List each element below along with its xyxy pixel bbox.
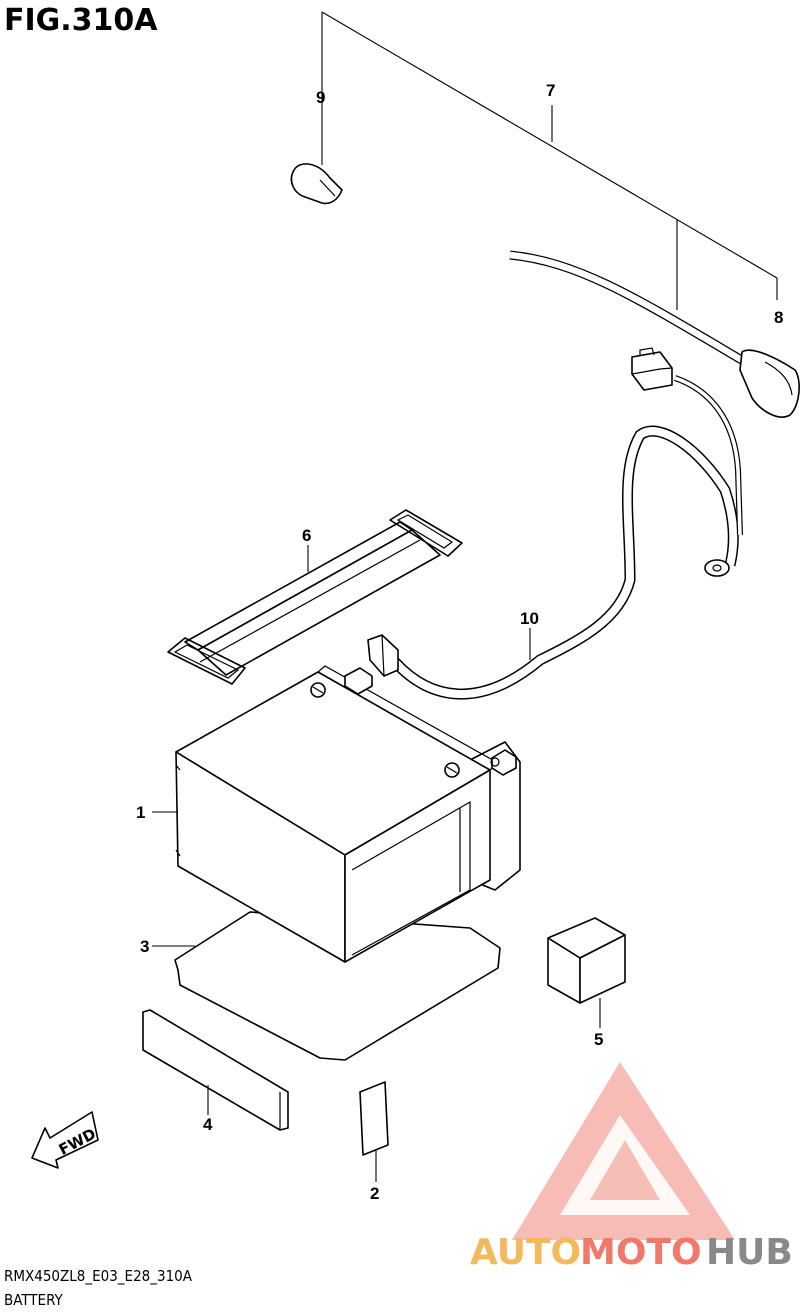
callout-9: 9 [316,88,325,107]
callout-2: 2 [370,1184,379,1203]
callout-1: 1 [136,803,145,822]
callout-10: 10 [520,609,539,628]
watermark-text-hub: HUB [706,1232,793,1273]
spacer-block [547,917,626,1028]
callout-7: 7 [546,81,555,100]
terminal-cover-8 [739,349,800,418]
cable-upper [290,163,800,418]
callout-4: 4 [203,1115,213,1134]
strip-part-4 [142,1009,289,1131]
battery-side [344,769,491,963]
ring-terminal [704,559,730,577]
cable-lower [367,347,743,700]
watermark-text-moto: MOTO [580,1232,702,1273]
fwd-arrow-icon: FWD [31,1111,99,1169]
callout-5: 5 [594,1030,603,1049]
battery-band [167,509,463,685]
callout-6: 6 [302,526,311,545]
plate-part-2 [359,1081,389,1182]
watermark-triangle-core [590,1140,660,1200]
callout-8: 8 [774,308,783,327]
model-code: RMX450ZL8_E03_E28_310A [4,1267,193,1286]
watermark-text-auto: AUTO [470,1232,581,1273]
terminal-cover-9 [290,163,343,205]
watermark-logo: AUTO MOTO HUB [470,1062,793,1273]
callout-3: 3 [140,937,149,956]
leaders-upper [321,11,778,310]
section-name: BATTERY [4,1291,63,1309]
figure-title: FIG.310A [4,3,158,38]
battery [152,665,521,963]
